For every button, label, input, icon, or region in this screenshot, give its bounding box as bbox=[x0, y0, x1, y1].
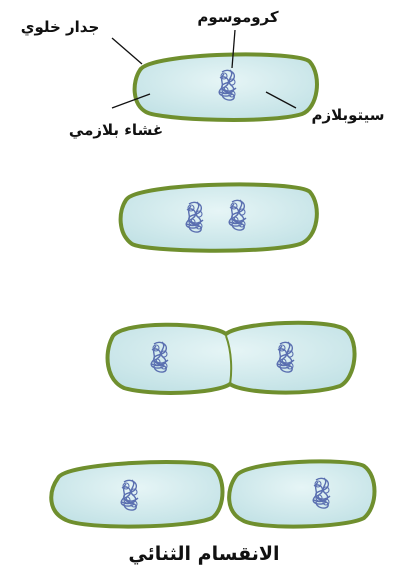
cell-stage-2 bbox=[121, 184, 317, 250]
label-cytoplasm: سيتوبلازم bbox=[311, 106, 384, 124]
cell-stage-4 bbox=[51, 461, 374, 526]
caption: الانقسام الثنائي bbox=[128, 543, 279, 565]
label-chromosome: كروموسوم bbox=[197, 8, 278, 26]
label-plasma-membrane: غشاء بلازمي bbox=[69, 121, 163, 139]
label-cell-wall: جدار خلوي bbox=[21, 18, 100, 37]
cell-stage-3 bbox=[108, 323, 355, 393]
cell-stage-1 bbox=[135, 54, 317, 119]
